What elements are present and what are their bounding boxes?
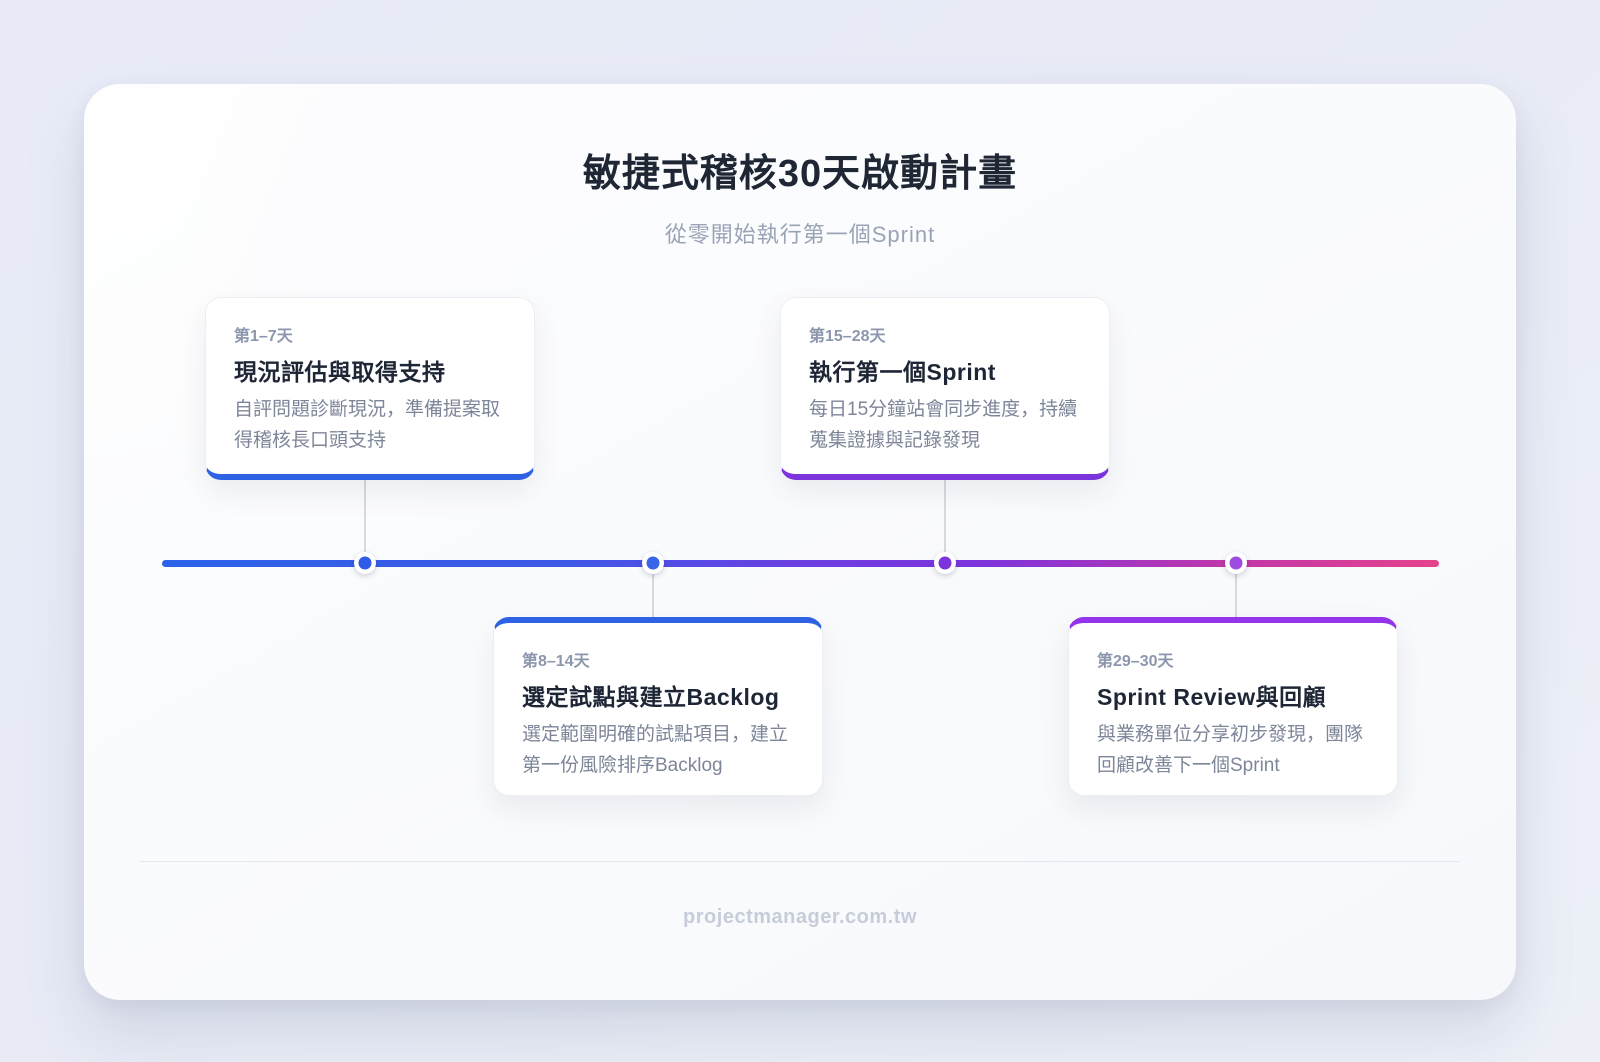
milestone-days: 第8–14天 [522,653,590,670]
connector-line-4 [1235,565,1237,617]
milestone-title: 現況評估與取得支持 [234,359,446,385]
milestone-description: 與業務單位分享初步發現，團隊回顧改善下一個Sprint [1097,724,1364,776]
infographic-panel: 敏捷式稽核30天啟動計畫 從零開始執行第一個Sprint 第1–7天 現況評估與… [84,84,1516,1000]
milestone-card-3: 第15–28天 執行第一個Sprint 每日15分鐘站會同步進度，持續蒐集證據與… [780,297,1110,480]
timeline-dot-1 [354,552,376,574]
connector-line-1 [364,480,366,562]
milestone-days: 第29–30天 [1097,653,1174,670]
connector-line-3 [944,480,946,562]
milestone-description: 每日15分鐘站會同步進度，持續蒐集證據與記錄發現 [809,399,1078,451]
footer-watermark: projectmanager.com.tw [683,906,917,928]
milestone-title: Sprint Review與回顧 [1097,684,1327,710]
page-subtitle: 從零開始執行第一個Sprint [664,222,936,247]
timeline-line [162,560,1439,567]
timeline-dot-4 [1225,552,1247,574]
connector-line-2 [652,565,654,617]
header: 敏捷式稽核30天啟動計畫 從零開始執行第一個Sprint [84,142,1516,249]
timeline-dot-3 [934,552,956,574]
milestone-title: 執行第一個Sprint [809,359,996,385]
milestone-card-2: 第8–14天 選定試點與建立Backlog 選定範圍明確的試點項目，建立第一份風… [493,617,823,796]
timeline-dot-2 [642,552,664,574]
milestone-days: 第1–7天 [234,328,293,345]
footer-divider [140,861,1460,862]
milestone-description: 選定範圍明確的試點項目，建立第一份風險排序Backlog [522,724,789,776]
milestone-title: 選定試點與建立Backlog [522,684,780,710]
milestone-card-1: 第1–7天 現況評估與取得支持 自評問題診斷現況，準備提案取得稽核長口頭支持 [205,297,535,480]
milestone-days: 第15–28天 [809,328,886,345]
page-title: 敏捷式稽核30天啟動計畫 [582,153,1018,195]
milestone-description: 自評問題診斷現況，準備提案取得稽核長口頭支持 [234,399,501,451]
milestone-card-4: 第29–30天 Sprint Review與回顧 與業務單位分享初步發現，團隊回… [1068,617,1398,796]
